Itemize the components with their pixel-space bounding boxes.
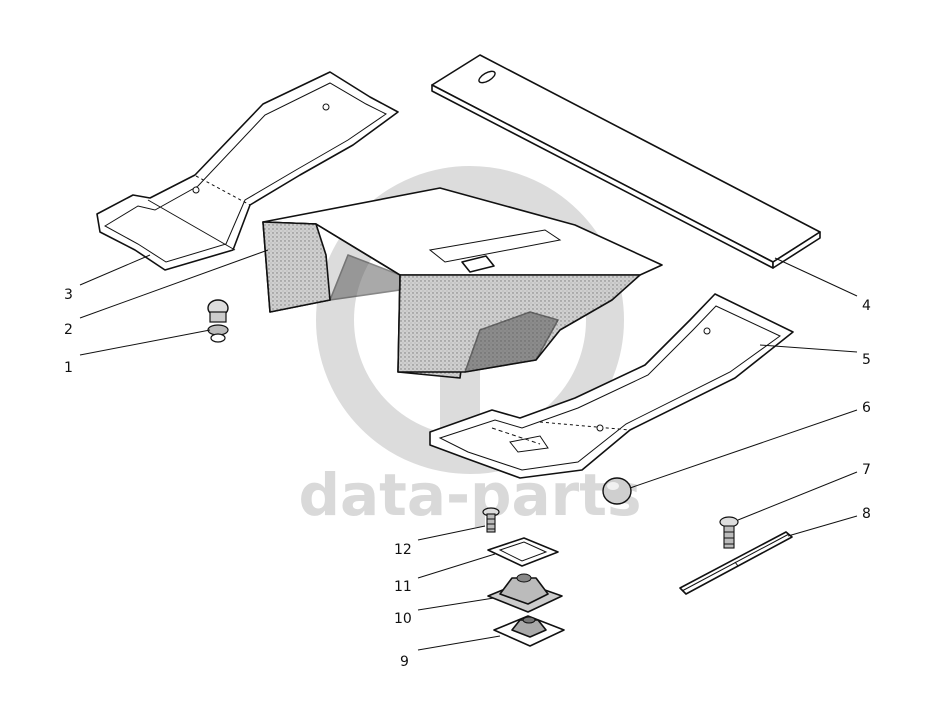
callout-8: 8 bbox=[862, 506, 871, 522]
callout-11: 11 bbox=[394, 579, 412, 595]
callout-3: 3 bbox=[64, 287, 73, 303]
leader-11 bbox=[417, 553, 496, 579]
callout-12: 12 bbox=[394, 542, 412, 558]
callout-7: 7 bbox=[862, 462, 871, 478]
watermark-text: data-parts bbox=[298, 461, 641, 529]
leader-6 bbox=[629, 409, 858, 489]
leader-3 bbox=[79, 254, 151, 286]
leader-2 bbox=[79, 249, 269, 319]
leader-8 bbox=[787, 515, 858, 537]
callout-5: 5 bbox=[862, 352, 871, 368]
leader-lines bbox=[79, 249, 858, 651]
callout-4: 4 bbox=[862, 298, 871, 314]
part-12-screw bbox=[482, 507, 500, 533]
leader-1 bbox=[79, 329, 211, 356]
callout-9: 9 bbox=[400, 654, 409, 670]
part-2-tunnel-cover bbox=[262, 187, 663, 379]
leader-5 bbox=[759, 344, 858, 353]
part-3-left-mat bbox=[96, 71, 399, 271]
callout-6: 6 bbox=[862, 400, 871, 416]
part-5-right-mat bbox=[429, 293, 794, 479]
part-4-strip bbox=[431, 54, 821, 269]
part-9-boot-base bbox=[493, 615, 565, 647]
callout-10: 10 bbox=[394, 611, 412, 627]
part-7-clip bbox=[719, 516, 739, 549]
part-10-boot bbox=[487, 573, 563, 613]
leader-7 bbox=[737, 471, 858, 521]
callout-2: 2 bbox=[64, 322, 73, 338]
part-8-rail bbox=[679, 531, 793, 595]
leader-10 bbox=[417, 597, 495, 611]
leader-9 bbox=[417, 635, 501, 651]
part-11-gasket bbox=[487, 537, 559, 567]
leader-4 bbox=[774, 257, 858, 297]
part-6-knob bbox=[602, 477, 632, 505]
callout-1: 1 bbox=[64, 360, 73, 376]
callout-labels: 1 2 3 4 5 6 7 8 9 10 11 12 bbox=[64, 287, 871, 670]
part-1-plug bbox=[207, 299, 229, 343]
leader-12 bbox=[417, 525, 486, 541]
